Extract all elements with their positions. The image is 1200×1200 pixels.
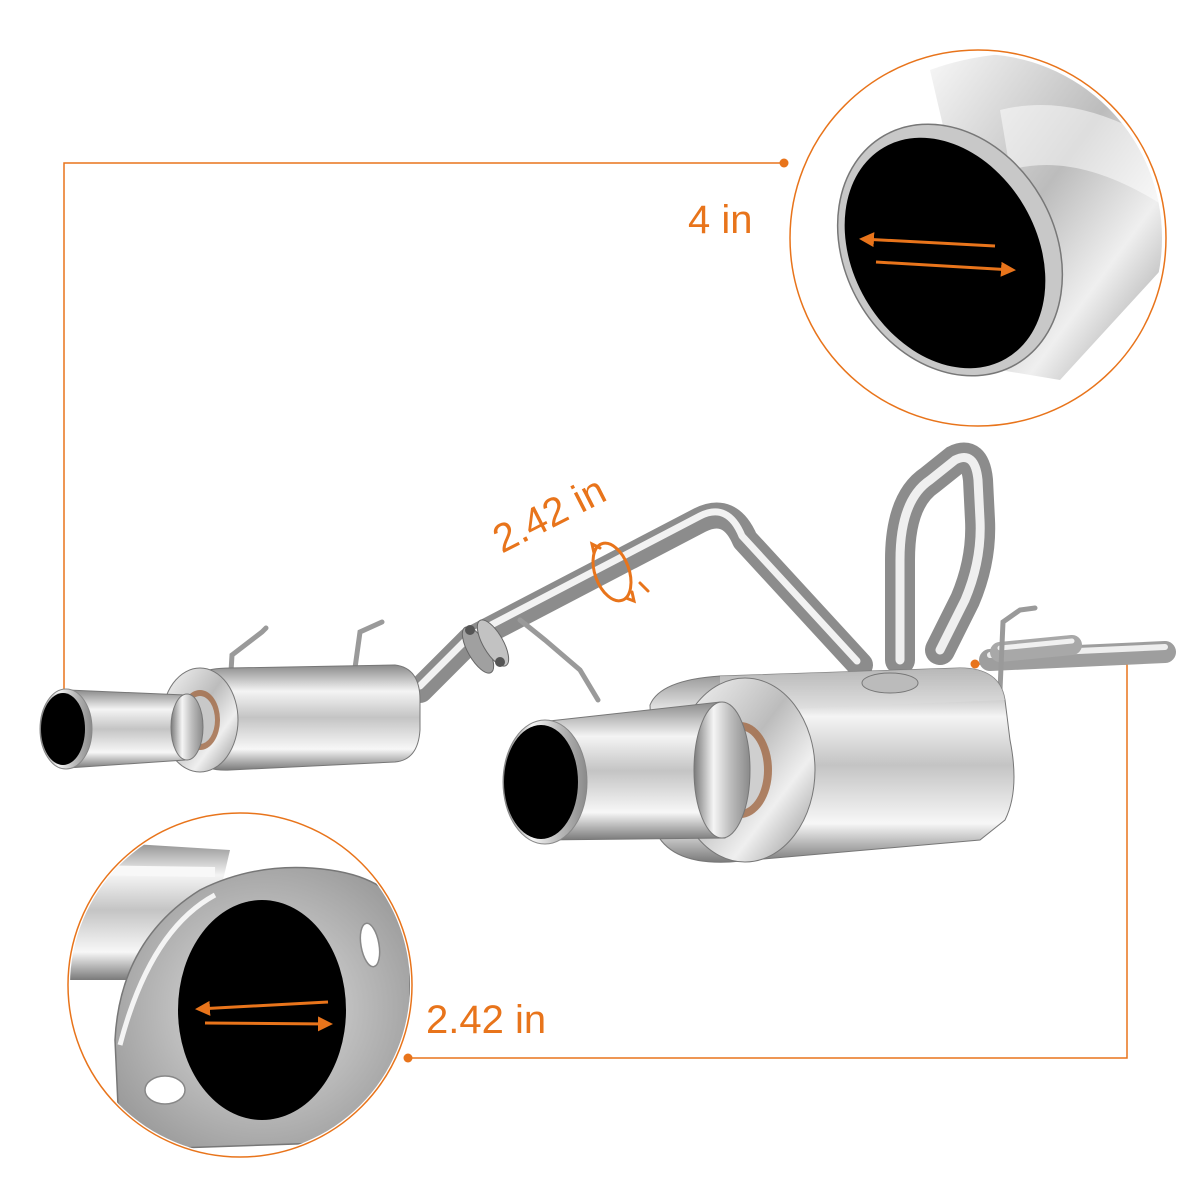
pipe-flange-joint (461, 619, 510, 674)
callout-line-top (59, 158, 789, 705)
left-tip (39, 688, 204, 770)
exhaust-system (39, 442, 1176, 863)
right-tip (502, 701, 751, 845)
mid-pipe (407, 502, 873, 703)
rotation-arrows-icon (589, 541, 650, 604)
flange-callout (67, 812, 413, 1158)
over-axle-pipe (885, 442, 996, 675)
double-arrow-icon (195, 1000, 333, 1032)
tip-callout (789, 49, 1167, 427)
tip-diameter-label: 4 in (688, 198, 753, 242)
rear-pipes (979, 635, 1176, 671)
flange-diameter-label: 2.42 in (426, 998, 547, 1042)
double-arrow-icon (859, 232, 1016, 277)
